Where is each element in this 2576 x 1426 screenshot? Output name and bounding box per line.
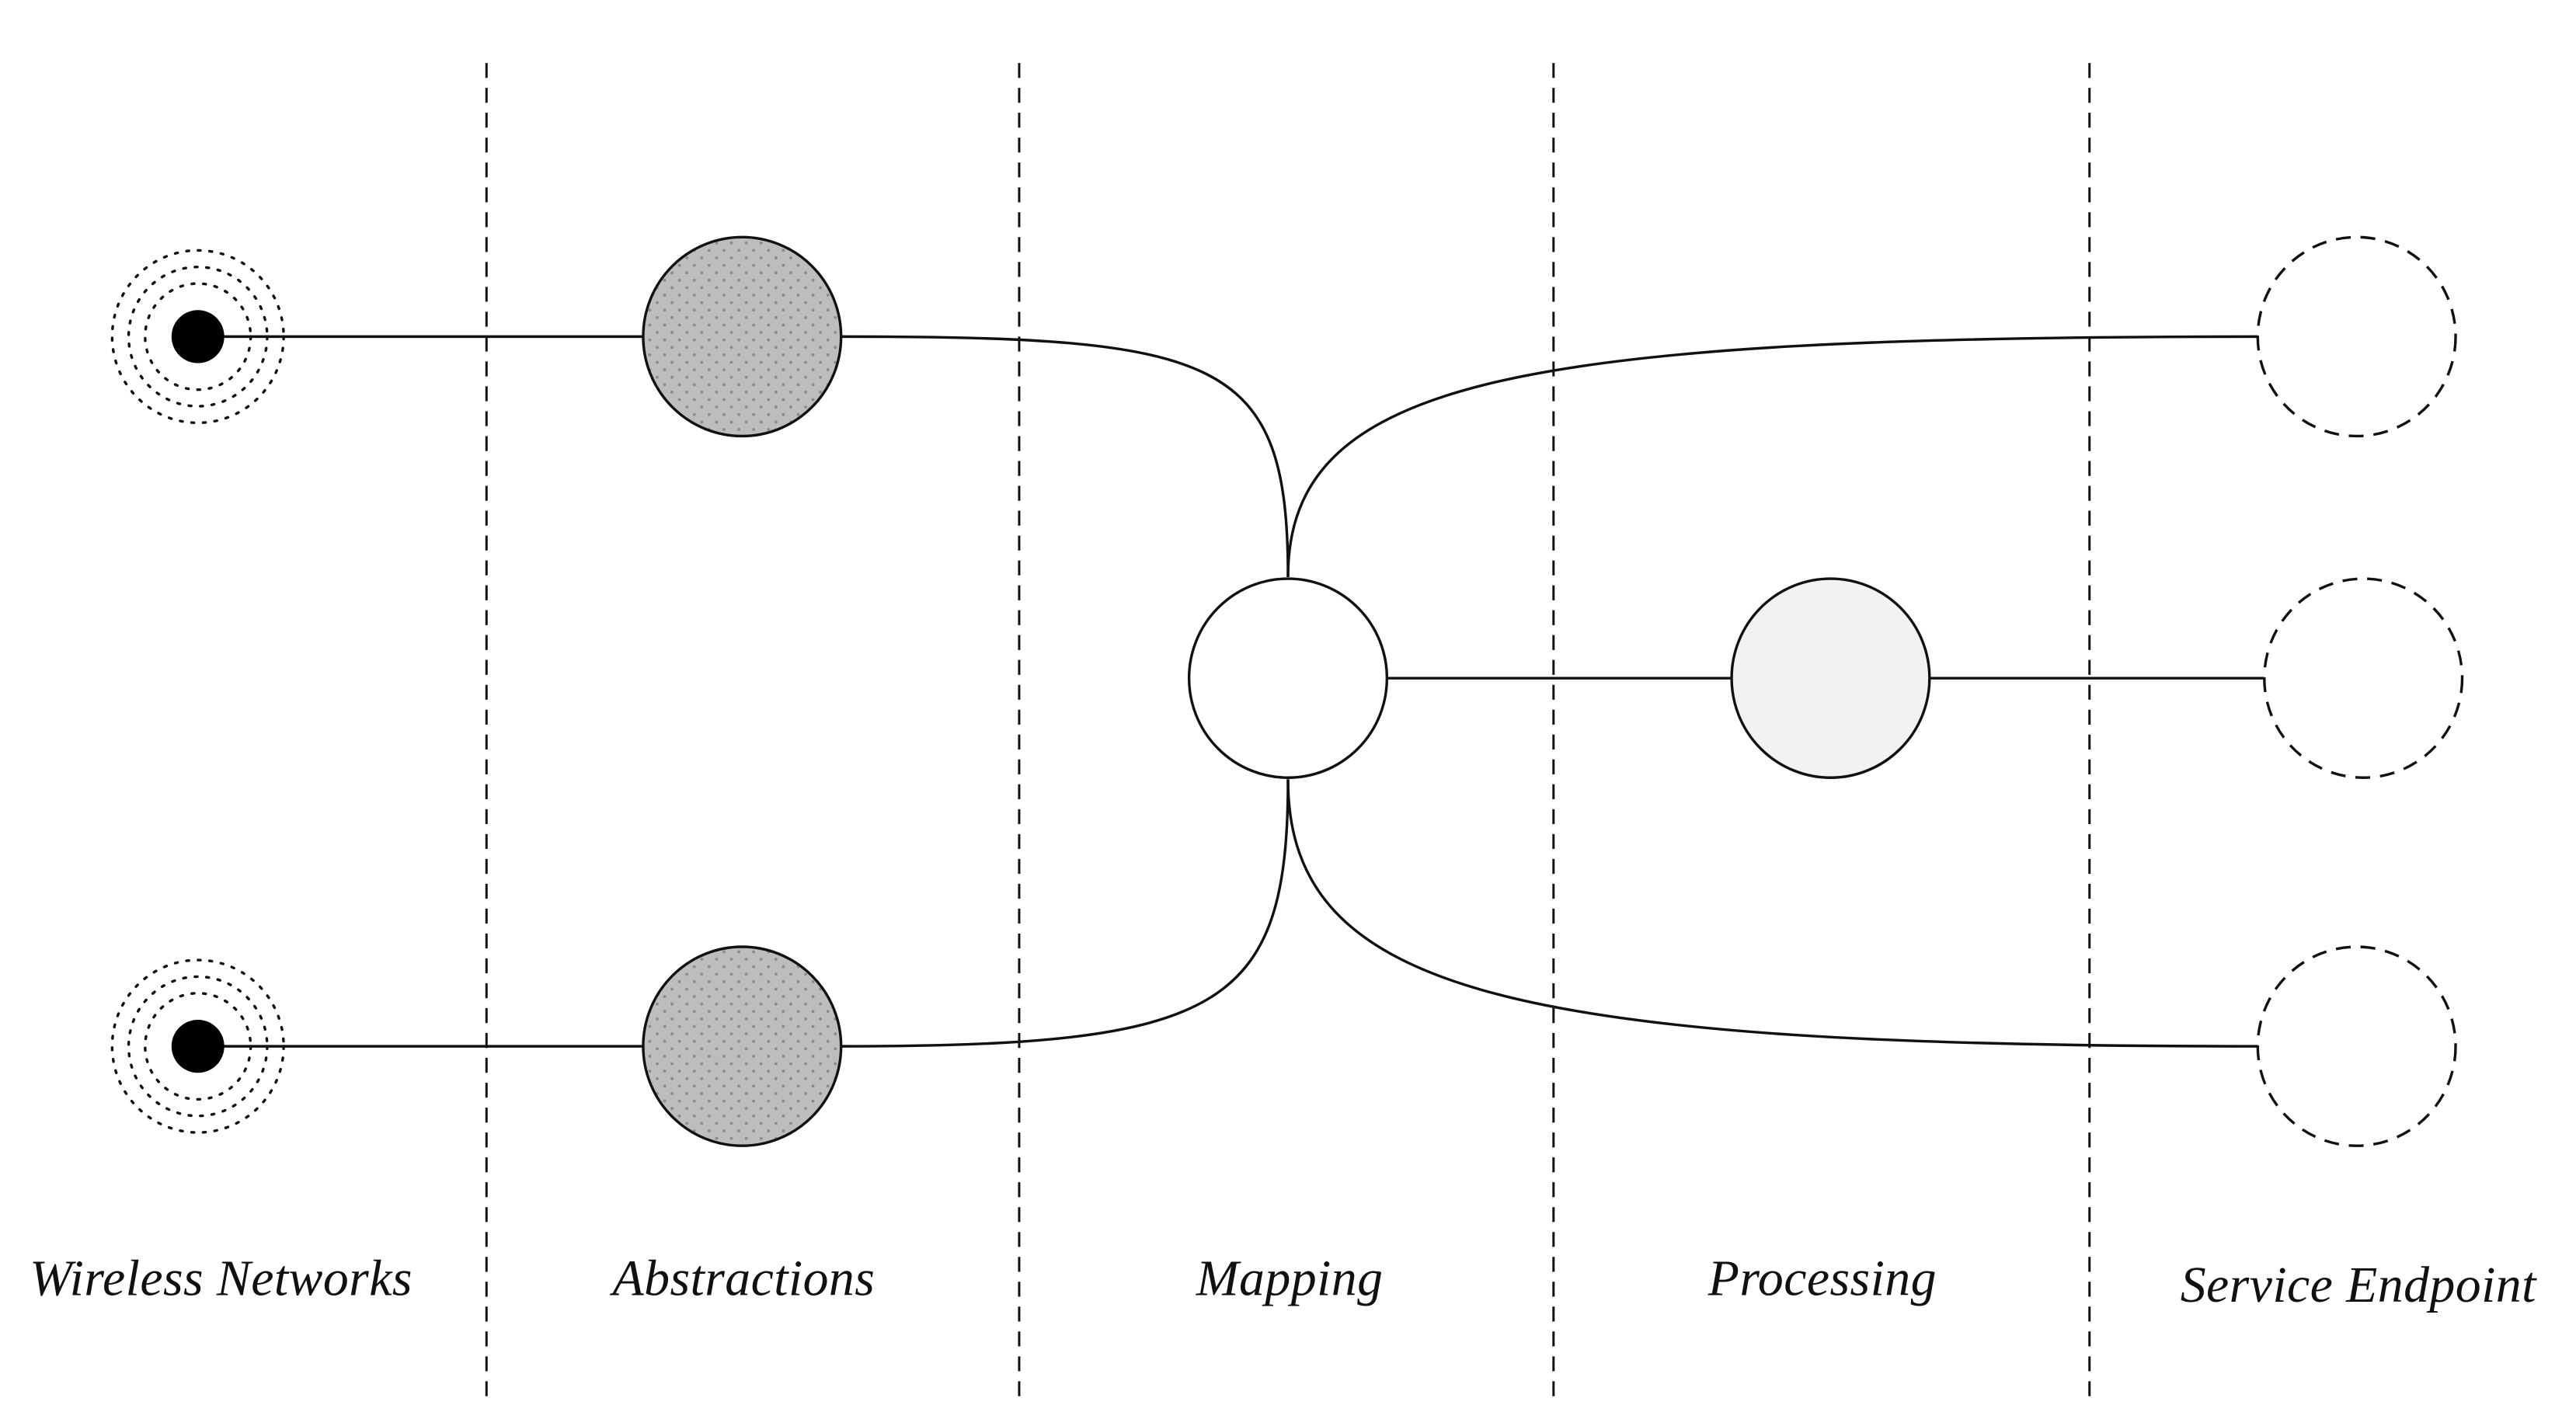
stage-label-abstractions: Abstractions [610,1250,875,1306]
wireless-dot [171,310,225,363]
stage-label-wireless-networks: Wireless Networks [30,1250,413,1306]
service-endpoint-node-3 [2256,945,2457,1147]
service-endpoint-node-2 [2263,577,2464,779]
edge-mapping-to-endpoint-3 [1286,779,2258,1048]
service-endpoint-node-1 [2256,235,2457,438]
edge-mapping-to-endpoint-1 [1286,335,2258,577]
wireless-source-1 [110,249,285,425]
processing-node [1730,577,1931,779]
stage-label-processing: Processing [1707,1250,1937,1306]
wireless-source-2 [110,958,285,1134]
stage-label-mapping: Mapping [1196,1250,1384,1306]
edge-abstraction-1-to-mapping [839,335,1290,577]
mapping-node [1187,577,1389,779]
stage-label-service-endpoint: Service Endpoint [2181,1257,2537,1313]
wireless-dot [171,1019,225,1073]
abstraction-node-1 [642,235,843,438]
edge-abstraction-2-to-mapping [839,779,1290,1048]
abstraction-node-2 [642,945,843,1147]
